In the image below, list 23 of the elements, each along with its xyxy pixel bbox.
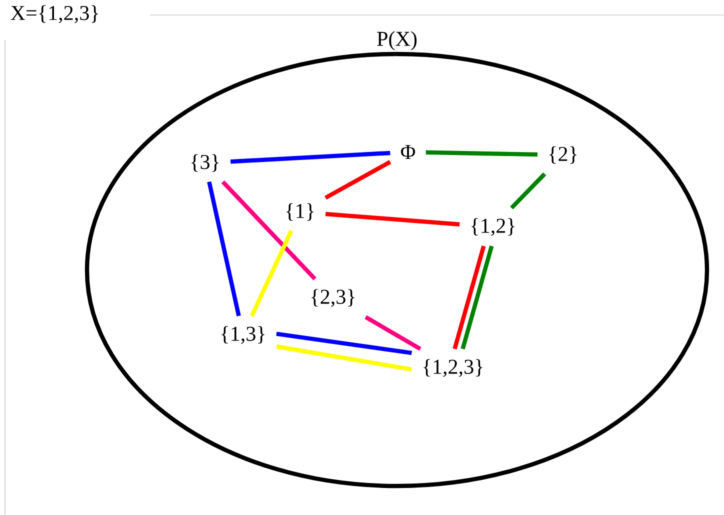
set-definition: X={1,2,3} — [10, 5, 98, 24]
set-label: {3} — [192, 154, 218, 172]
line — [452, 245, 486, 350]
line — [276, 332, 412, 356]
line — [221, 180, 316, 280]
set-label: Φ — [400, 145, 416, 159]
set-heading: P(X) — [377, 31, 417, 50]
line — [250, 230, 294, 317]
set-label: {2,3} — [312, 289, 354, 307]
line — [460, 245, 494, 350]
line — [510, 172, 546, 210]
set-label: {1} — [286, 203, 314, 221]
line — [364, 315, 422, 351]
line — [426, 150, 538, 157]
set-label: {1,2,3} — [424, 359, 482, 377]
line — [325, 212, 460, 226]
line — [207, 181, 241, 316]
set-label: {1,3} — [222, 326, 264, 344]
line — [230, 150, 390, 164]
set-label: {1,2} — [472, 218, 514, 236]
line — [324, 160, 392, 200]
set-label: {2} — [550, 146, 576, 164]
line — [276, 344, 412, 372]
